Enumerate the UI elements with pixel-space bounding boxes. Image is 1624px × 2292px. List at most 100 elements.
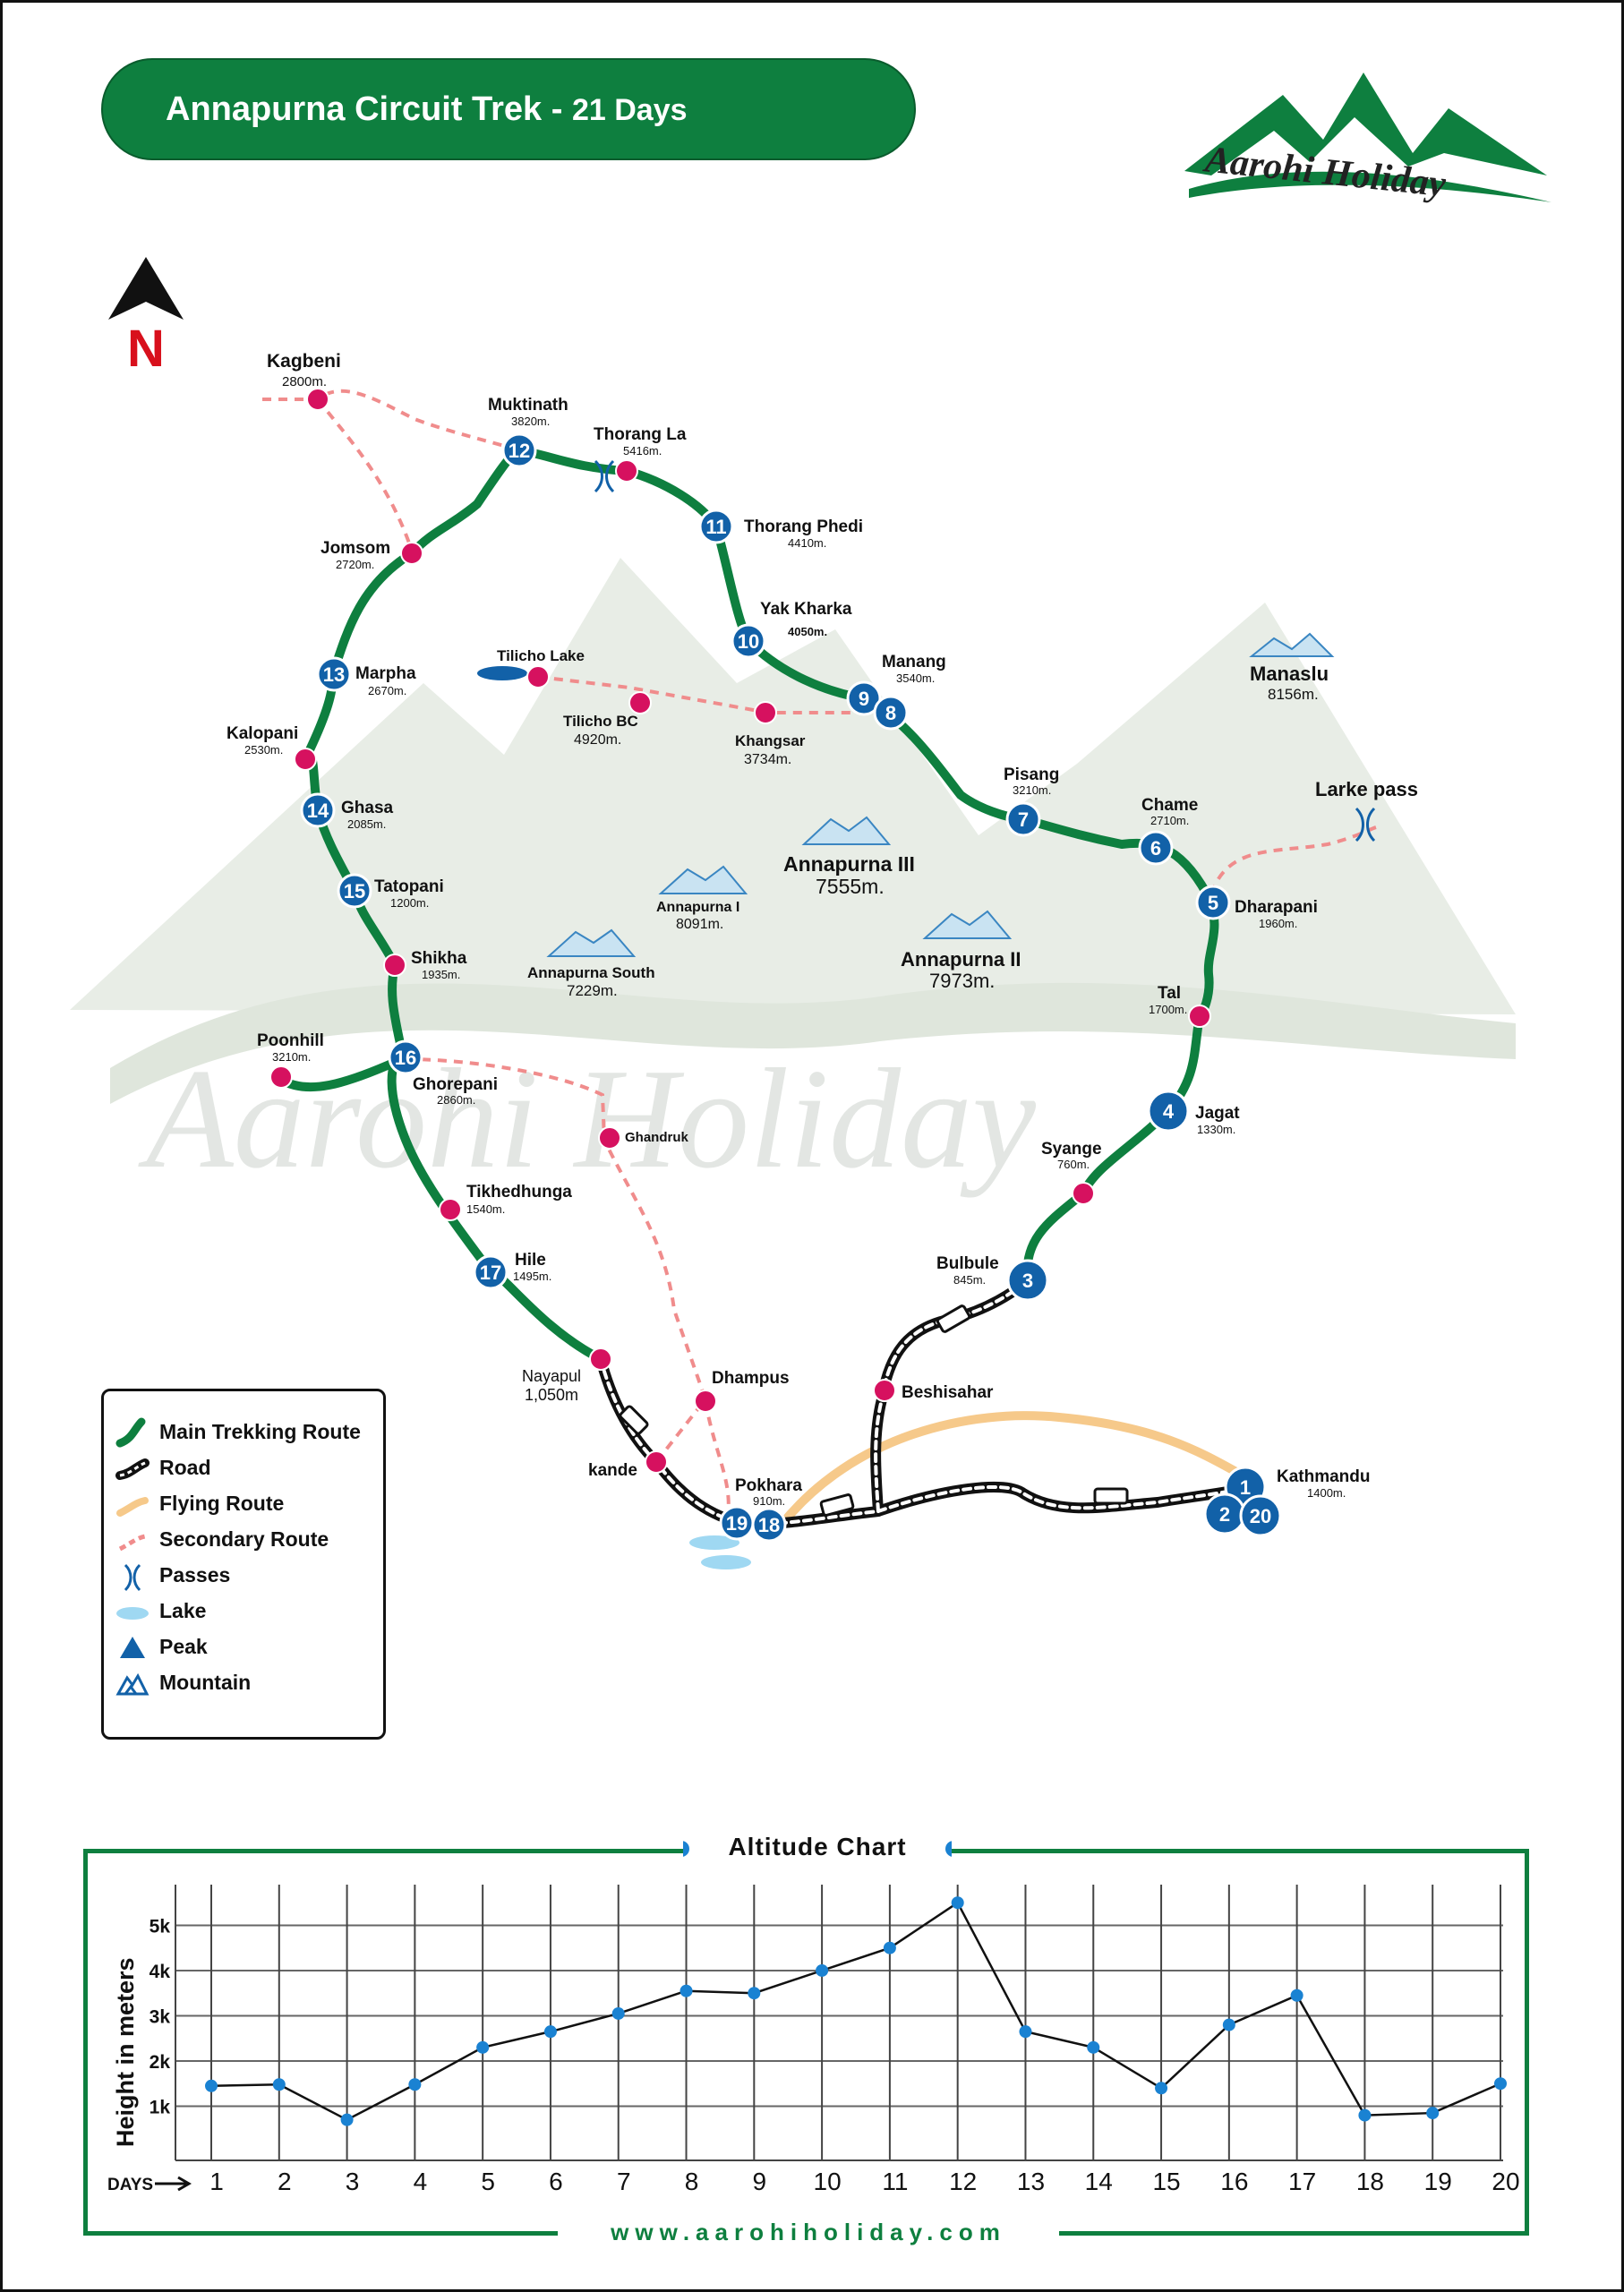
map-legend: Main Trekking Route Road Flying Route Se… xyxy=(101,1389,386,1740)
svg-text:9: 9 xyxy=(859,688,869,710)
x-tick-label: 9 xyxy=(753,2168,767,2195)
x-tick-label: 4 xyxy=(414,2168,428,2195)
svg-text:11: 11 xyxy=(705,516,726,538)
svg-text:7: 7 xyxy=(1018,808,1029,831)
secondary-route-icon xyxy=(118,1534,146,1552)
data-point xyxy=(1494,2077,1507,2091)
peak-alt: 7973m. xyxy=(929,970,995,992)
place-name: Khangsar xyxy=(735,732,806,749)
data-point xyxy=(1290,1988,1303,2002)
data-point xyxy=(1087,2040,1100,2054)
svg-text:Aarohi Holiday: Aarohi Holiday xyxy=(138,1039,1037,1198)
data-point xyxy=(543,2025,557,2039)
svg-text:10: 10 xyxy=(738,630,759,653)
day-node: 7 xyxy=(1005,801,1041,837)
place-name: Tatopani xyxy=(374,877,444,896)
x-tick-label: 14 xyxy=(1085,2168,1113,2195)
chart-title-text: Altitude Chart xyxy=(728,1833,907,1860)
place-name: Tikhedhunga xyxy=(466,1183,572,1202)
x-tick-label: 15 xyxy=(1152,2168,1180,2195)
day-node: 12 xyxy=(501,432,537,468)
legend-main-route: Main Trekking Route xyxy=(104,1415,383,1450)
legend-label: Road xyxy=(159,1456,211,1479)
bus-icon xyxy=(619,1304,1129,1517)
place-name: kande xyxy=(588,1461,637,1480)
svg-text:16: 16 xyxy=(395,1047,416,1069)
x-tick-label: 16 xyxy=(1220,2168,1248,2195)
svg-text:12: 12 xyxy=(509,440,530,462)
day-node: 19 xyxy=(719,1505,755,1541)
data-point xyxy=(1155,2082,1168,2095)
place-alt: 3540m. xyxy=(896,671,935,685)
y-tick-label: 3k xyxy=(150,2006,171,2027)
y-tick-label: 2k xyxy=(150,2052,171,2073)
x-tick-label: 19 xyxy=(1424,2168,1452,2195)
title-text: Annapurna Circuit Trek - 21 Days xyxy=(166,90,688,129)
legend-label: Mountain xyxy=(159,1671,252,1694)
place-alt: 4410m. xyxy=(788,536,826,550)
data-point xyxy=(1358,2108,1372,2122)
data-point xyxy=(680,1984,693,1997)
altitude-points xyxy=(205,1896,1507,2126)
x-tick-label: 17 xyxy=(1288,2168,1316,2195)
place-alt: 760m. xyxy=(1057,1158,1090,1171)
day-node: 17 xyxy=(473,1254,509,1290)
svg-text:2: 2 xyxy=(1219,1503,1230,1526)
day-node: 18 xyxy=(751,1507,787,1543)
data-point xyxy=(951,1896,964,1910)
peak-name: Annapurna II xyxy=(901,948,1021,971)
day-node: 20 xyxy=(1239,1494,1282,1537)
x-tick-label: 7 xyxy=(617,2168,631,2195)
x-tick-label: 6 xyxy=(549,2168,563,2195)
place-alt: 2800m. xyxy=(282,374,327,389)
place-name: Tilicho BC xyxy=(563,713,638,730)
place-alt: 1200m. xyxy=(390,896,429,910)
data-point xyxy=(1222,2018,1235,2031)
pass-icon xyxy=(124,1563,141,1592)
data-point xyxy=(611,2006,625,2020)
title-main: Annapurna Circuit Trek - xyxy=(166,90,572,128)
place-alt: 5416m. xyxy=(623,444,662,458)
svg-text:8: 8 xyxy=(885,702,896,724)
place-alt: 4920m. xyxy=(574,732,621,748)
peak-icon xyxy=(120,1637,145,1658)
day-nodes: 12 11 10 9 8 13 14 15 7 6 5 16 4 17 3 19… xyxy=(300,432,1282,1543)
y-tick-label: 1k xyxy=(150,2097,171,2117)
peak-name: Annapurna III xyxy=(783,852,915,876)
place-alt: 2530m. xyxy=(244,743,283,757)
day-node: 15 xyxy=(337,873,372,909)
peak-name: Annapurna South xyxy=(527,964,655,981)
route-map: Aarohi Holiday xyxy=(70,351,1516,1569)
page-title: Annapurna Circuit Trek - 21 Days xyxy=(101,58,916,160)
north-arrow-icon: N xyxy=(108,257,184,378)
peak-alt: 8156m. xyxy=(1268,686,1319,703)
legend-peak: Peak xyxy=(104,1629,383,1665)
title-days: 21 Days xyxy=(571,93,688,127)
lake-icons xyxy=(477,666,751,1569)
place-name: Beshisahar xyxy=(902,1383,994,1402)
place-alt: 3210m. xyxy=(1013,783,1051,797)
svg-text:1: 1 xyxy=(1240,1476,1251,1499)
legend-lake: Lake xyxy=(104,1594,383,1629)
data-point xyxy=(205,2079,218,2092)
legend-road: Road xyxy=(104,1450,383,1486)
altitude-line xyxy=(210,1901,1501,2122)
svg-text:5: 5 xyxy=(1208,892,1218,914)
place-name: Muktinath xyxy=(488,396,568,415)
place-name: Nayapul xyxy=(522,1367,581,1385)
place-name: Marpha xyxy=(355,664,416,683)
place-name: Pokhara xyxy=(735,1476,802,1495)
data-point xyxy=(340,2113,354,2126)
place-name: Jagat xyxy=(1195,1104,1240,1123)
x-tick-label: 3 xyxy=(346,2168,360,2195)
data-point xyxy=(816,1963,829,1977)
x-axis-label: DAYS xyxy=(107,2176,153,2194)
place-name: Hile xyxy=(515,1251,546,1270)
place-alt: 3820m. xyxy=(511,415,550,428)
svg-text:20: 20 xyxy=(1250,1505,1271,1527)
svg-text:18: 18 xyxy=(758,1514,780,1536)
place-name: Chame xyxy=(1141,796,1198,815)
place-alt: 1960m. xyxy=(1259,917,1297,930)
north-arrow: N xyxy=(103,255,189,378)
